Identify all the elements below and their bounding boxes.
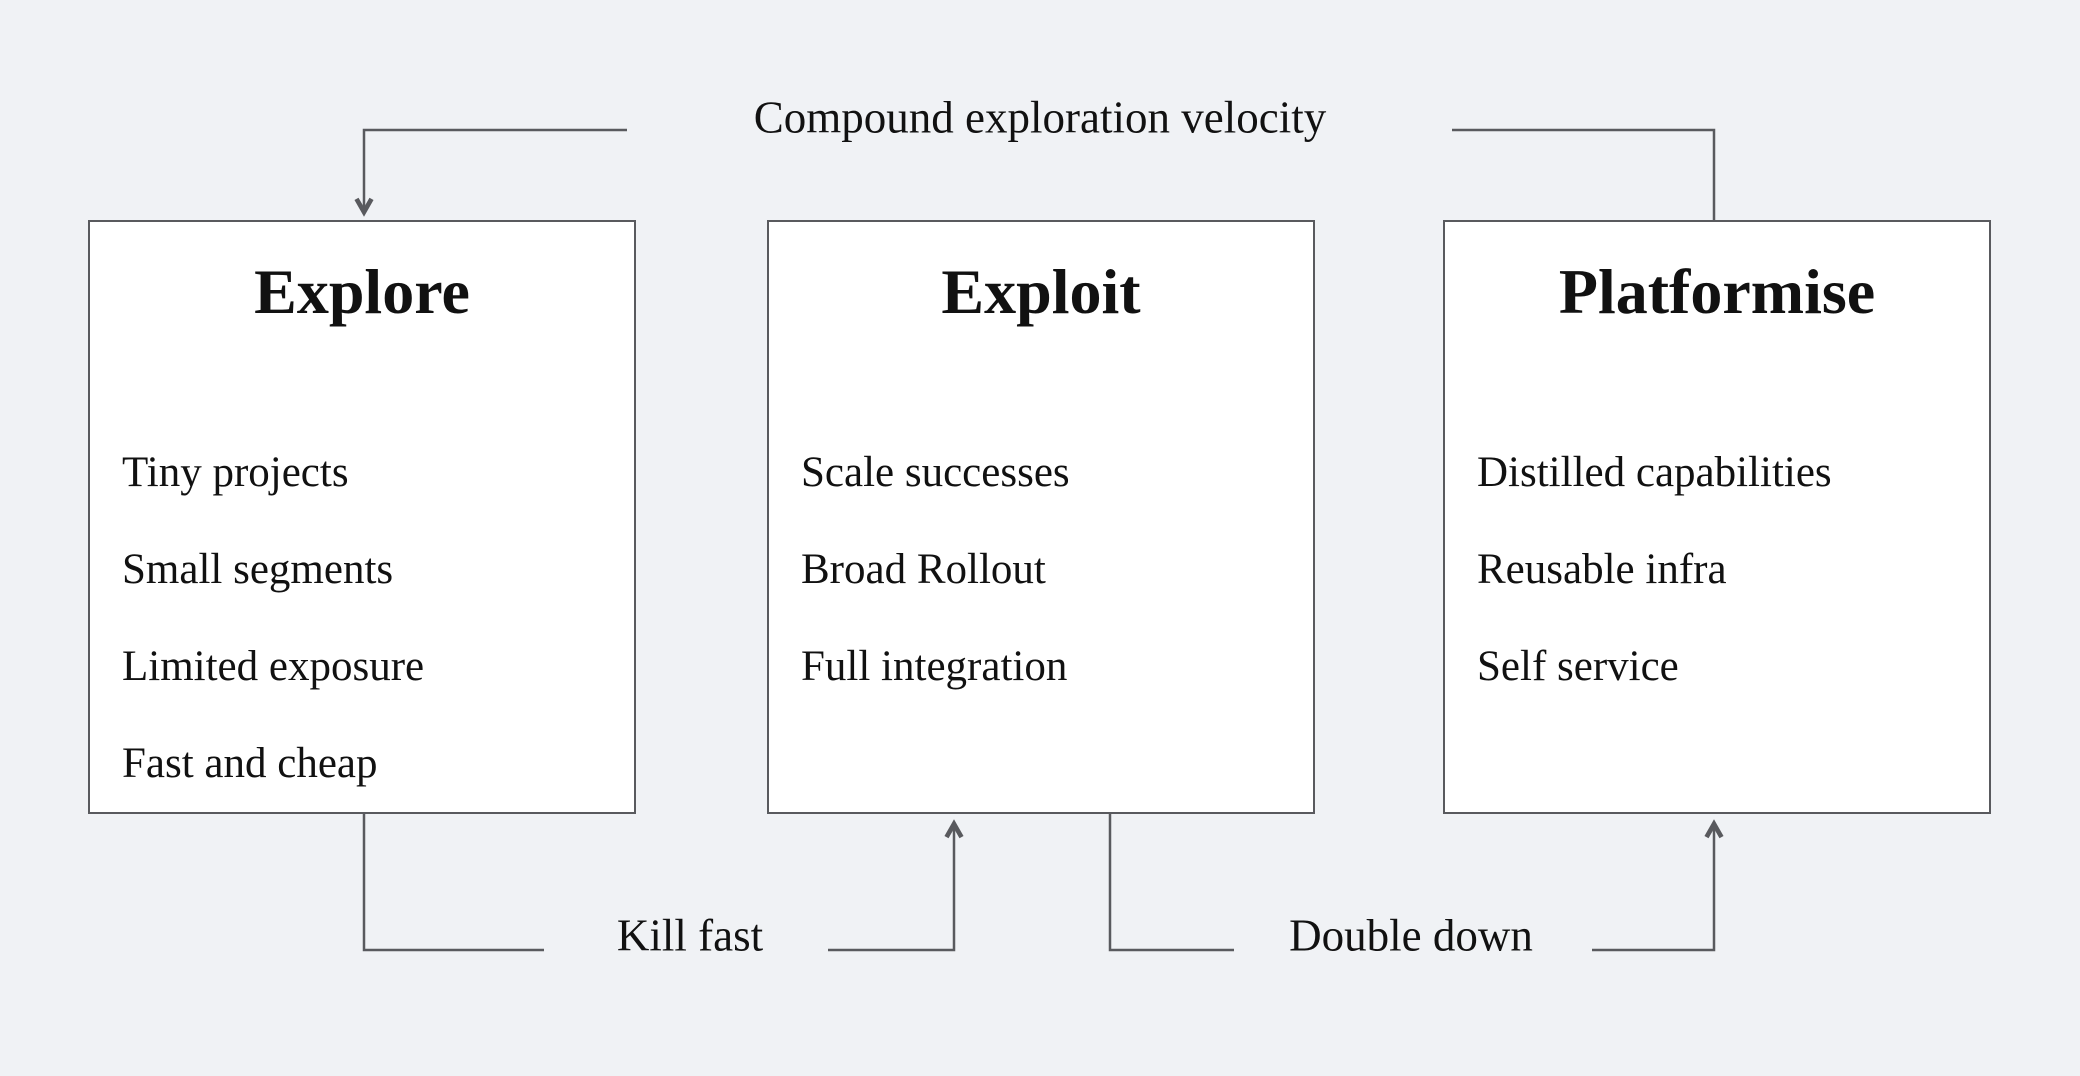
box-platformise: Platformise Distilled capabilities Reusa… [1443, 220, 1991, 814]
list-item: Scale successes [801, 449, 1070, 496]
list-item: Self service [1477, 643, 1679, 690]
box-explore: Explore Tiny projects Small segments Lim… [88, 220, 636, 814]
box-platformise-title: Platformise [1558, 256, 1876, 327]
connector-label-double-down: Double down [1289, 910, 1533, 961]
connector-label-compound-exploration-velocity: Compound exploration velocity [753, 92, 1327, 143]
box-explore-title: Explore [254, 256, 470, 327]
list-item: Tiny projects [122, 449, 349, 496]
list-item: Fast and cheap [122, 740, 378, 787]
list-item: Limited exposure [122, 643, 425, 690]
list-item: Broad Rollout [801, 546, 1046, 593]
connector-label-kill-fast: Kill fast [616, 910, 764, 961]
list-item: Reusable infra [1477, 546, 1727, 593]
box-exploit-items: Scale successes Broad Rollout Full integ… [801, 424, 1303, 715]
list-item: Full integration [801, 643, 1068, 690]
box-platformise-items: Distilled capabilities Reusable infra Se… [1477, 424, 1979, 715]
box-explore-items: Tiny projects Small segments Limited exp… [122, 424, 624, 812]
connector-kill-fast-left-segment [362, 814, 544, 952]
box-exploit-title: Exploit [941, 256, 1141, 327]
connector-double-down-right-segment [1592, 819, 1724, 952]
list-item: Small segments [122, 546, 394, 593]
list-item: Distilled capabilities [1477, 449, 1832, 496]
connector-kill-fast-right-segment [828, 819, 964, 952]
connector-double-down-left-segment [1108, 814, 1234, 952]
connector-top-left-segment [354, 128, 627, 217]
connector-top-right-segment [1452, 128, 1716, 220]
box-exploit: Exploit Scale successes Broad Rollout Fu… [767, 220, 1315, 814]
